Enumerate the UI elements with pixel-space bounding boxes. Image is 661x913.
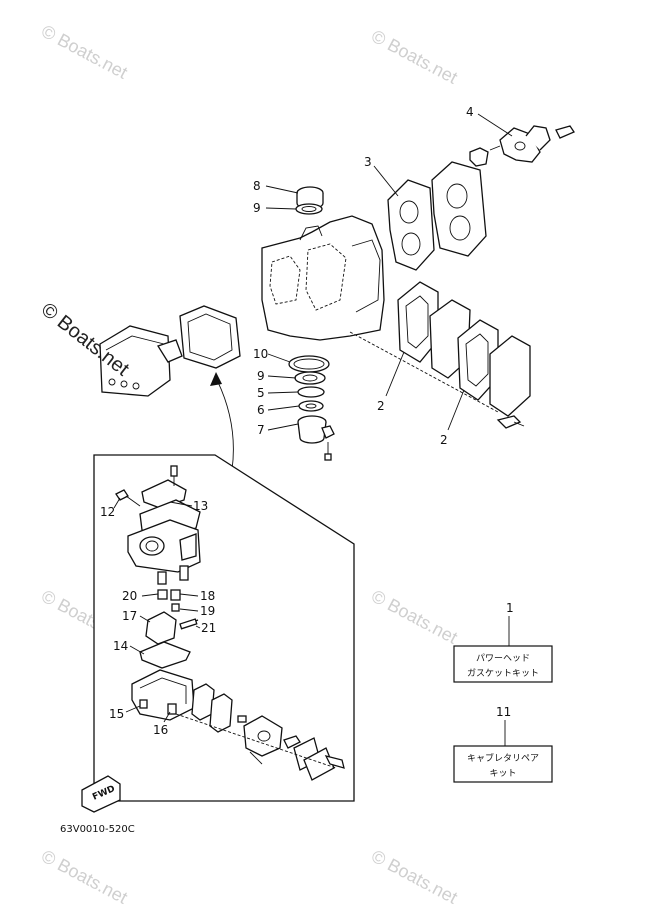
callout-1: 1 [506, 601, 514, 615]
callout-10: 10 [253, 347, 268, 361]
assembly-arrow [210, 372, 234, 471]
callout-21: 21 [201, 621, 216, 635]
callout-19: 19 [200, 604, 215, 618]
callout-6: 6 [257, 403, 265, 417]
callout-20: 20 [122, 589, 137, 603]
callout-3: 3 [364, 155, 372, 169]
cylinder-block [261, 215, 385, 341]
callout-9-lower: 9 [257, 369, 265, 383]
intake-silencer [99, 325, 183, 397]
watermark-faint-2: © Boats.net [368, 26, 461, 88]
kit-box-power-head: パワーヘッド ガスケットキット [453, 645, 553, 683]
part-7-housing [297, 415, 335, 461]
float-chamber [131, 669, 195, 721]
callout-8: 8 [253, 179, 261, 193]
watermark-faint-1: © Boats.net [38, 21, 131, 83]
exhaust-cover-lower [489, 335, 531, 429]
part-17-float [145, 611, 199, 645]
carburetor-jets [157, 565, 189, 612]
cylinder-head-plate [431, 161, 487, 257]
watermark-faint-6: © Boats.net [368, 846, 461, 908]
part-9-seal-lower [294, 371, 326, 385]
callout-14: 14 [113, 639, 128, 653]
part-12-screw [115, 489, 141, 507]
callout-16: 16 [153, 723, 168, 737]
part-4-thermostat-cover [469, 125, 575, 167]
intake-manifold [179, 305, 241, 369]
callout-2-lower: 2 [440, 433, 448, 447]
part-10-o-ring [288, 355, 330, 373]
kit-carb-repair-line2: キット [489, 769, 516, 779]
fuel-pump-stack [175, 683, 345, 781]
callout-7: 7 [257, 423, 265, 437]
diagram-code: 63V0010-520C [60, 824, 135, 835]
part-6-seal [298, 400, 324, 412]
watermark-faint-5: © Boats.net [38, 846, 131, 908]
callout-2-upper: 2 [377, 399, 385, 413]
kit-carb-repair-line1: キャブレタリペア [467, 752, 539, 764]
part-3-gasket [387, 179, 435, 271]
callout-18: 18 [200, 589, 215, 603]
callout-12: 12 [100, 505, 115, 519]
fwd-indicator: FWD [81, 775, 121, 813]
part-9-seal-top [295, 203, 323, 215]
carburetor-body [127, 519, 201, 573]
kit-box-carb-repair: キャブレタリペア キット [453, 745, 553, 783]
callout-5: 5 [257, 386, 265, 400]
part-14-gasket [139, 641, 191, 669]
callout-9-top: 9 [253, 201, 261, 215]
callout-15: 15 [109, 707, 124, 721]
part-5-washer [297, 386, 325, 398]
kit-power-head-line1: パワーヘッド [476, 653, 530, 664]
kit-power-head-line2: ガスケットキット [467, 668, 539, 679]
watermark-faint-4: © Boats.net [368, 586, 461, 648]
callout-13: 13 [193, 499, 208, 513]
callout-11: 11 [496, 705, 511, 719]
callout-group: 4 3 8 9 10 9 5 6 7 2 2 12 13 [100, 105, 514, 746]
callout-4: 4 [466, 105, 474, 119]
callout-17: 17 [122, 609, 137, 623]
